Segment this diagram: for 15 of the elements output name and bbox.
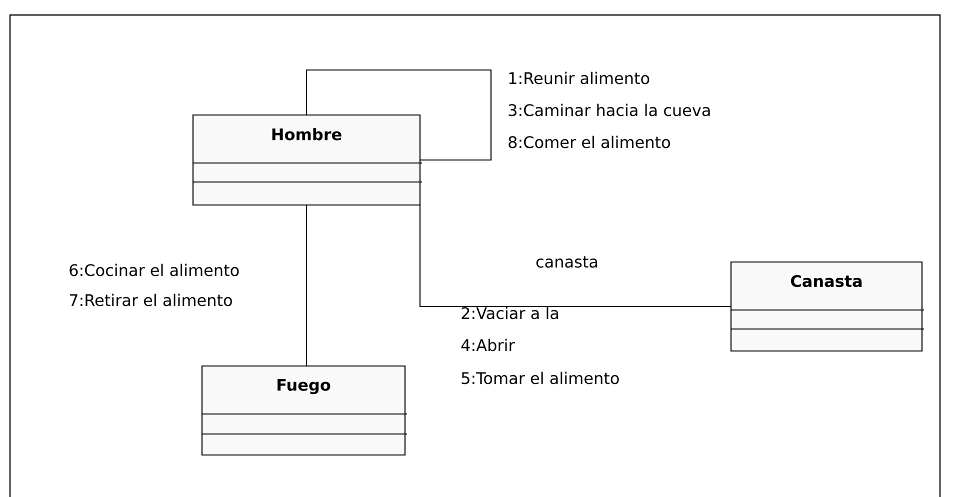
association-line: [419, 205, 731, 308]
message-label: 7:Retirar el alimento: [70, 294, 232, 306]
message-label: 4:Abrir: [461, 338, 515, 352]
message-label: 5:Tomar el alimento: [462, 372, 619, 384]
association-line: [306, 69, 492, 161]
message-label: 3:Caminar hacia la cueva: [508, 104, 710, 116]
message-label: 2:Vaciar a la: [462, 306, 558, 320]
class-box: Canasta: [730, 261, 924, 352]
message-label: 1:Reunir alimento: [509, 72, 650, 84]
message-label: 8:Comer el alimento: [508, 136, 670, 148]
message-label: 6:Cocinar el alimento: [70, 264, 239, 276]
edge-label: canasta: [534, 255, 600, 269]
class-box: Fuego: [201, 365, 407, 456]
association-line: [306, 205, 308, 366]
class-box: Hombre: [192, 114, 422, 206]
